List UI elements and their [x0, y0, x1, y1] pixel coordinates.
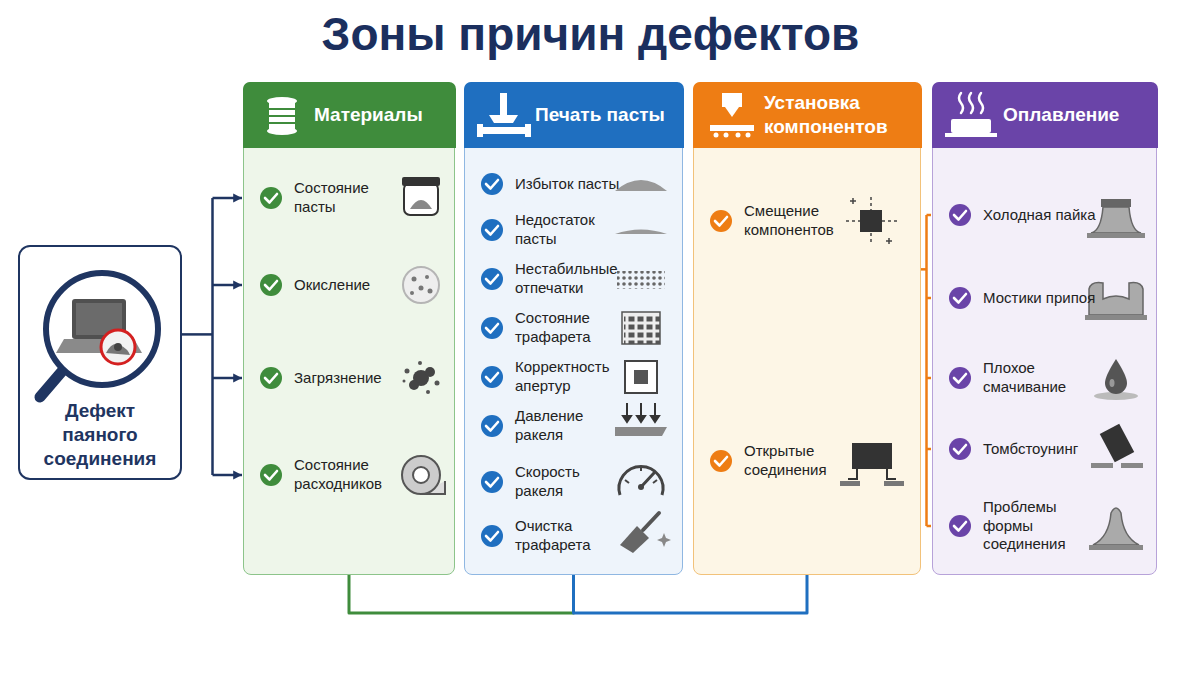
placement-icons: [694, 83, 922, 576]
cause-item: Смещение компонентов: [744, 202, 864, 240]
check-circle: [949, 204, 971, 226]
connector: [349, 575, 574, 613]
check-mark: [486, 324, 498, 333]
check-mark: [265, 194, 277, 203]
cause-item: Загрязнение: [294, 369, 398, 388]
cause-item: Скорость ракеля: [515, 463, 626, 501]
printing-panel: Печать пастыИзбыток пастыНедостаток паст…: [464, 82, 683, 575]
check-circle: [481, 415, 503, 437]
materials-panel: МатериалыСостояние пастыОкислениеЗагрязн…: [243, 82, 455, 575]
cause-item: Состояние пасты: [294, 179, 398, 217]
check-circle: [710, 210, 732, 232]
check-mark: [715, 457, 727, 466]
check-circle: [481, 366, 503, 388]
connector: [921, 215, 931, 526]
cause-item: Корректность апертур: [515, 358, 626, 396]
materials-icons: [244, 83, 456, 576]
connector-line: [213, 377, 243, 380]
check-circle: [949, 367, 971, 389]
cause-item: Открытые соединения: [744, 442, 864, 480]
check-circle: [481, 268, 503, 290]
check-circle: [260, 367, 282, 389]
connector-line: [925, 215, 928, 526]
cause-item: Плохое смачивание: [983, 359, 1100, 397]
cause-item: Мостики припоя: [983, 289, 1100, 308]
panel-header: Печать пасты: [535, 103, 674, 127]
check-mark: [486, 373, 498, 382]
connector-line: [927, 214, 932, 217]
cause-item: Нестабильные отпечатки: [515, 260, 626, 298]
check-circle: [710, 450, 732, 472]
panel-header: Установка компонентов: [764, 91, 912, 139]
check-mark: [265, 281, 277, 290]
cause-item: Окисление: [294, 276, 398, 295]
check-mark: [486, 226, 498, 235]
check-mark: [486, 422, 498, 431]
connector-line: [927, 377, 932, 380]
check-circle: [481, 471, 503, 493]
cause-item: Очистка трафарета: [515, 517, 626, 555]
check-circle: [260, 187, 282, 209]
check-mark: [486, 478, 498, 487]
check-circle: [260, 464, 282, 486]
check-mark: [265, 471, 277, 480]
panel-header: Материалы: [314, 103, 446, 127]
check-mark: [486, 275, 498, 284]
placement-panel: Установка компонентовСмещение компоненто…: [693, 82, 921, 575]
check-circle: [481, 219, 503, 241]
cause-item: Состояние трафарета: [515, 309, 626, 347]
check-mark: [954, 211, 966, 220]
check-mark: [954, 522, 966, 531]
check-mark: [954, 294, 966, 303]
connector-line: [213, 197, 243, 200]
connector-line: [927, 297, 932, 300]
diagram-title: Зоны причин дефектов: [0, 6, 1181, 62]
check-mark: [486, 180, 498, 189]
check-circle: [949, 287, 971, 309]
panel-header: Оплавление: [1003, 103, 1148, 127]
check-circle: [949, 515, 971, 537]
cause-item: Состояние расходников: [294, 456, 398, 494]
panel-header-band: [693, 82, 922, 148]
connector: [182, 198, 242, 475]
connector: [574, 575, 808, 613]
cause-item: Холодная пайка: [983, 206, 1100, 225]
check-mark: [265, 374, 277, 383]
connector-line: [927, 448, 932, 451]
connector-line: [349, 575, 574, 613]
check-mark: [715, 217, 727, 226]
box-label: Дефект паяного соединения: [26, 399, 174, 470]
cause-item: Давление ракеля: [515, 407, 626, 445]
cause-item: Проблемы формы соединения: [983, 498, 1100, 554]
check-mark: [954, 445, 966, 454]
check-circle: [949, 438, 971, 460]
connector-line: [213, 474, 243, 477]
connector-line: [574, 575, 808, 613]
check-circle: [481, 525, 503, 547]
cause-item: Избыток пасты: [515, 175, 626, 194]
check-mark: [486, 532, 498, 541]
connector-line: [211, 198, 214, 475]
connector-line: [182, 333, 213, 336]
reflow-panel: ОплавлениеХолодная пайкаМостики припояПл…: [932, 82, 1157, 575]
connector-line: [213, 284, 243, 287]
check-circle: [481, 317, 503, 339]
cause-item: Томбстоунинг: [983, 440, 1100, 459]
check-mark: [954, 374, 966, 383]
cause-item: Недостаток пасты: [515, 211, 626, 249]
defect-box: Дефект паяного соединения: [18, 245, 182, 480]
connector-line: [927, 525, 932, 528]
check-circle: [481, 173, 503, 195]
check-circle: [260, 274, 282, 296]
